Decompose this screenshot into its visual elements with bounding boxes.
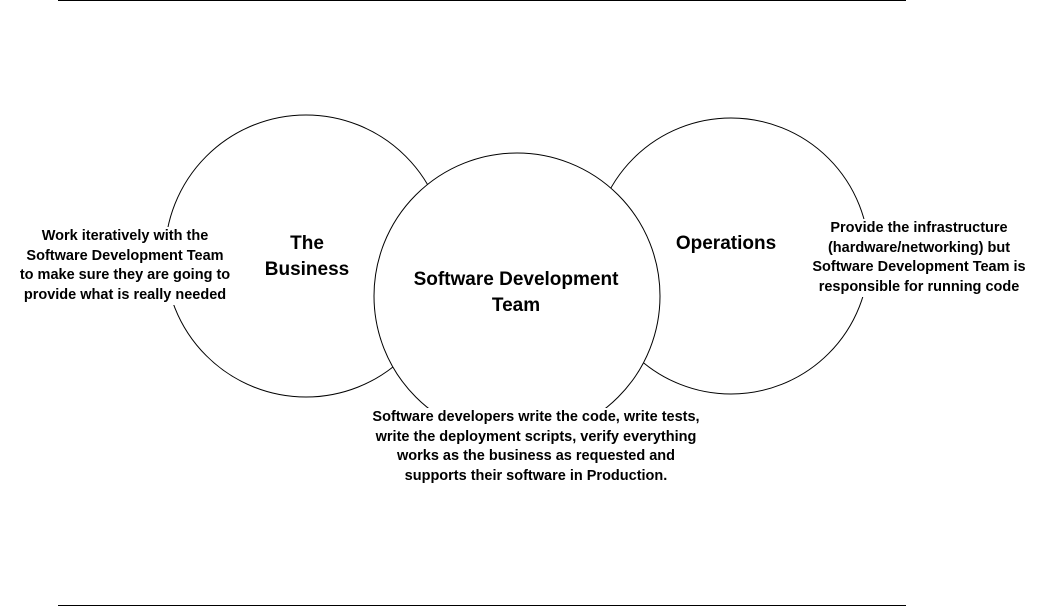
operations-description: Provide the infrastructure (hardware/net… [796,219,1042,297]
business-title: The Business [264,233,350,280]
bottom-rule [58,605,906,606]
software-development-team-description: Software developers write the code, writ… [340,408,732,486]
software-development-team-title: Software Development Team [413,269,619,316]
operations-title: Operations [675,233,777,254]
top-rule [58,0,906,1]
business-description: Work iteratively with the Software Devel… [4,227,246,305]
